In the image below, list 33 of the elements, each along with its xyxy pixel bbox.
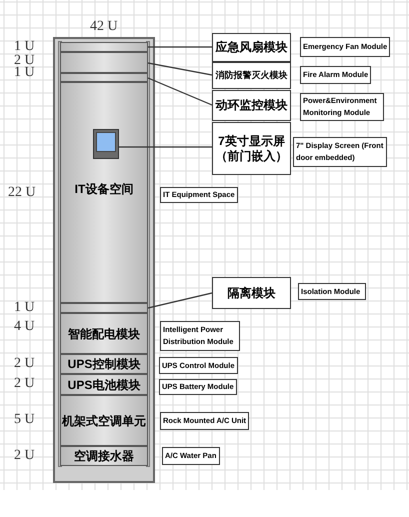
rack-module: UPS控制模块	[60, 354, 148, 374]
leader-line	[148, 77, 212, 106]
unit-label: 2 U	[14, 377, 35, 391]
rack-module	[60, 82, 148, 303]
callout-box: 消防报警灭火模块	[212, 62, 291, 89]
rack-module: 智能配电模块	[60, 313, 148, 354]
unit-label: 2 U	[14, 54, 35, 68]
callout-box: 动环监控模块	[212, 90, 291, 121]
rack-module	[60, 303, 148, 313]
unit-label: 2 U	[14, 357, 35, 371]
callout-box: 隔离模块	[212, 277, 291, 309]
unit-label: 2 U	[14, 449, 35, 463]
unit-label: 1 U	[14, 40, 35, 54]
unit-label: 1 U	[14, 66, 35, 80]
leader-line	[118, 146, 212, 148]
leader-line	[148, 62, 212, 76]
module-label: IT设备空间	[74, 183, 134, 195]
rack-module: 空调接水器	[60, 446, 148, 466]
rack-module	[60, 42, 148, 52]
unit-label: 22 U	[8, 186, 36, 200]
unit-label: 1 U	[14, 301, 35, 315]
rack-module: UPS电池模块	[60, 374, 148, 395]
callout-box: 应急风扇模块	[212, 33, 291, 62]
leader-line	[148, 292, 212, 309]
display-screen	[93, 129, 119, 159]
callout-box: 7英寸显示屏 （前门嵌入）	[212, 122, 291, 175]
leader-line	[148, 46, 212, 48]
unit-label: 5 U	[14, 413, 35, 427]
unit-label: 4 U	[14, 320, 35, 334]
unit-label: 42 U	[90, 20, 118, 34]
rack-module	[60, 73, 148, 82]
rack-module: 机架式空调单元	[60, 395, 148, 446]
rack-module	[60, 52, 148, 73]
